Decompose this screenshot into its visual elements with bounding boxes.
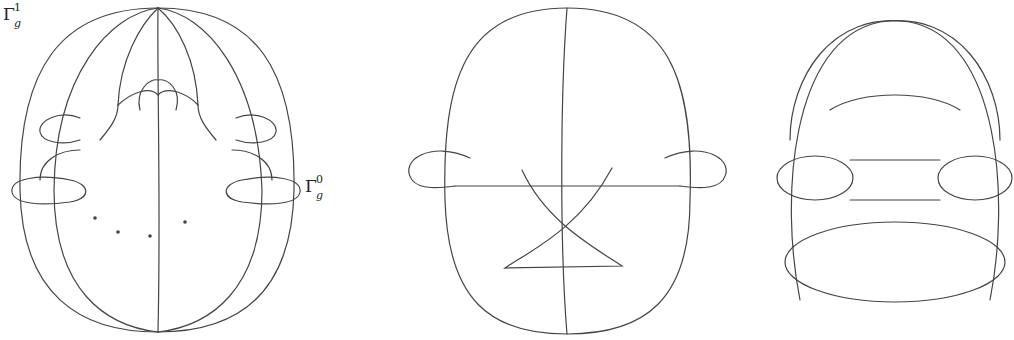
gamma-symbol: Γ: [3, 6, 15, 23]
subscript: g: [316, 190, 323, 201]
superscript: 1: [14, 2, 21, 13]
subscript: g: [14, 18, 21, 29]
superscript: 0: [316, 174, 323, 185]
gamma-symbol: Γ: [305, 178, 317, 195]
